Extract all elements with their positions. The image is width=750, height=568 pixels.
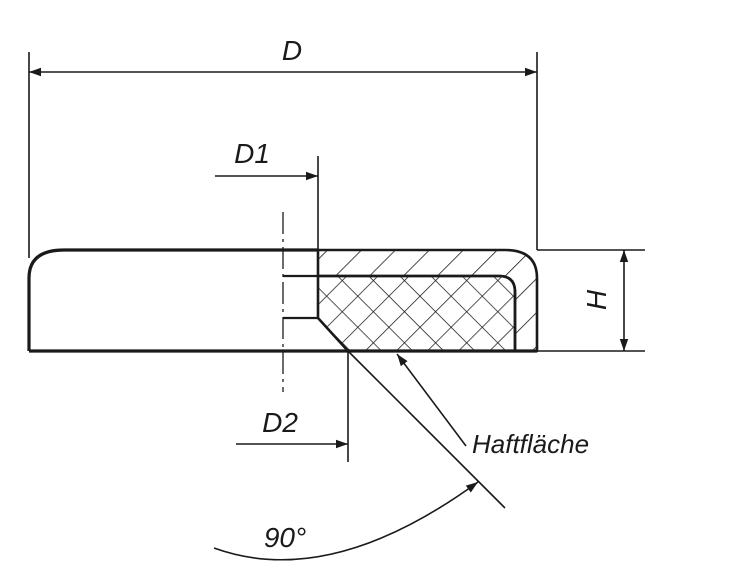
dimension-d1: D1 bbox=[215, 138, 319, 250]
leader-line-adhesive bbox=[396, 353, 467, 447]
label-d2: D2 bbox=[262, 407, 298, 438]
dimension-d2: D2 bbox=[236, 351, 349, 462]
dimension-d: D bbox=[28, 35, 538, 258]
label-adhesive-surface: Haftfläche bbox=[472, 429, 589, 459]
angle-indication: 90° bbox=[213, 350, 506, 561]
label-d: D bbox=[282, 35, 302, 66]
label-h: H bbox=[581, 289, 612, 310]
housing-left-outline bbox=[27, 248, 318, 351]
dimension-h: H bbox=[537, 249, 645, 352]
angle-arc bbox=[213, 481, 479, 561]
label-angle: 90° bbox=[264, 522, 306, 553]
angle-leg-diagonal bbox=[347, 350, 506, 509]
adhesive-surface-callout: Haftfläche bbox=[396, 353, 589, 459]
label-d1: D1 bbox=[234, 138, 270, 169]
rubber-core-crosshatched bbox=[316, 274, 517, 353]
